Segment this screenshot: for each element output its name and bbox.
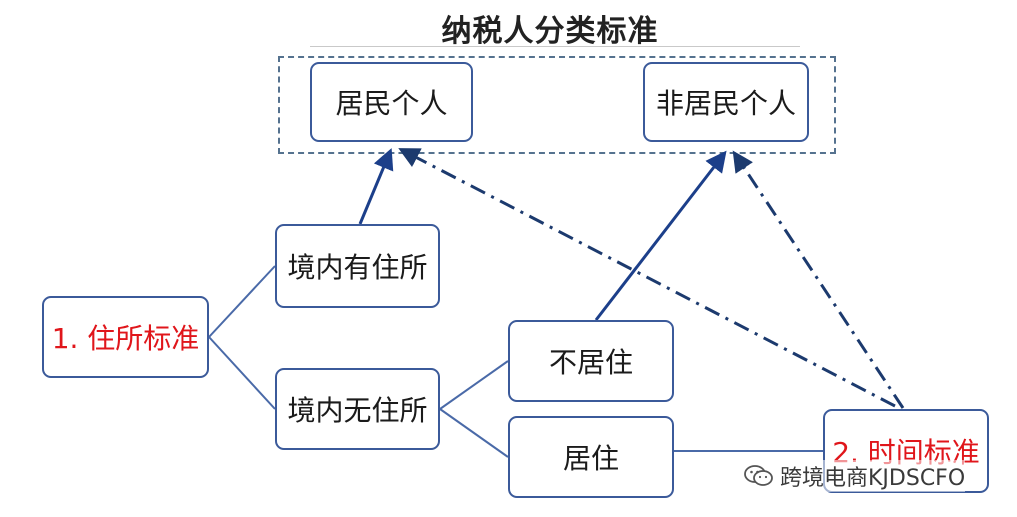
dashed-arrow-time-to-nonresident <box>732 150 905 409</box>
watermark-text: 跨境电商KJDSCFO <box>780 466 966 491</box>
node-nonresident-individual: 非居民个人 <box>643 62 809 142</box>
watermark: 跨境电商KJDSCFO <box>744 460 966 492</box>
dashed-arrow-time-to-resident <box>398 148 896 408</box>
node-resident-individual: 居民个人 <box>310 62 473 142</box>
node-not-residing: 不居住 <box>508 320 674 402</box>
branch-domicile-to-has <box>208 265 276 338</box>
taxpayer-category-group <box>278 56 836 154</box>
node-domicile-standard: 1. 住所标准 <box>42 296 209 378</box>
node-no-domicile: 境内无住所 <box>275 368 440 450</box>
wechat-icon <box>744 465 773 486</box>
node-residing: 居住 <box>508 416 674 498</box>
node-has-domicile: 境内有住所 <box>275 224 440 308</box>
branch-no-to-notlive <box>439 360 509 410</box>
title-underline <box>310 46 800 47</box>
diagram-title: 纳税人分类标准 <box>441 14 659 49</box>
branch-domicile-to-no <box>208 336 276 410</box>
arrow-notlive-to-nonresident <box>594 150 727 321</box>
branch-no-to-live <box>439 408 509 458</box>
arrow-has-to-resident <box>358 148 394 225</box>
